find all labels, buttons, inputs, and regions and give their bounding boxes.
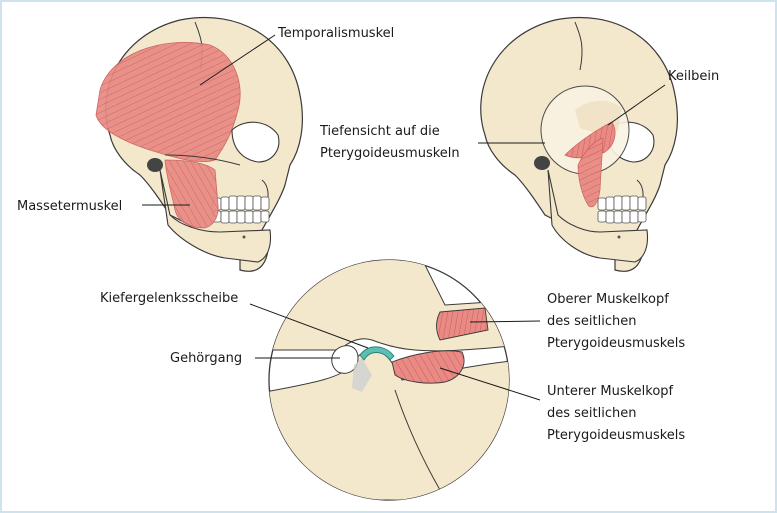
upper-head-muscle — [436, 307, 489, 341]
label-keilbein: Keilbein — [668, 69, 719, 84]
label-ear-canal: Gehörgang — [170, 351, 242, 366]
temporalis-muscle — [95, 42, 241, 163]
label-deep-view-1: Tiefensicht auf die — [319, 124, 440, 139]
label-deep-view-2: Pterygoideusmuskeln — [320, 146, 460, 161]
label-temporalis: Temporalismuskel — [277, 26, 394, 41]
label-lower-head-3: Pterygoideusmuskels — [547, 428, 685, 443]
joint-detail — [268, 259, 510, 501]
articular-disc — [359, 346, 395, 361]
sphenoid-bone — [575, 100, 622, 133]
label-disc: Kiefergelenksscheibe — [100, 291, 238, 306]
label-upper-head-1: Oberer Muskelkopf — [547, 292, 669, 307]
label-upper-head-2: des seitlichen — [547, 314, 636, 329]
masseter-muscle — [164, 159, 219, 229]
left-skull-mandible — [159, 169, 272, 263]
lower-head-muscle — [391, 350, 465, 384]
right-skull-mandible — [547, 169, 649, 263]
left-teeth — [212, 195, 270, 224]
left-skull — [95, 16, 303, 272]
leader-lines — [142, 34, 666, 401]
right-skull — [480, 16, 678, 272]
label-lower-head-1: Unterer Muskelkopf — [547, 384, 674, 399]
ear-canal — [331, 345, 359, 374]
label-lower-head-2: des seitlichen — [547, 406, 636, 421]
label-upper-head-3: Pterygoideusmuskels — [547, 336, 685, 351]
right-teeth — [597, 195, 647, 224]
label-masseter: Massetermuskel — [17, 199, 122, 214]
pterygoid-muscle-medial — [577, 137, 604, 208]
